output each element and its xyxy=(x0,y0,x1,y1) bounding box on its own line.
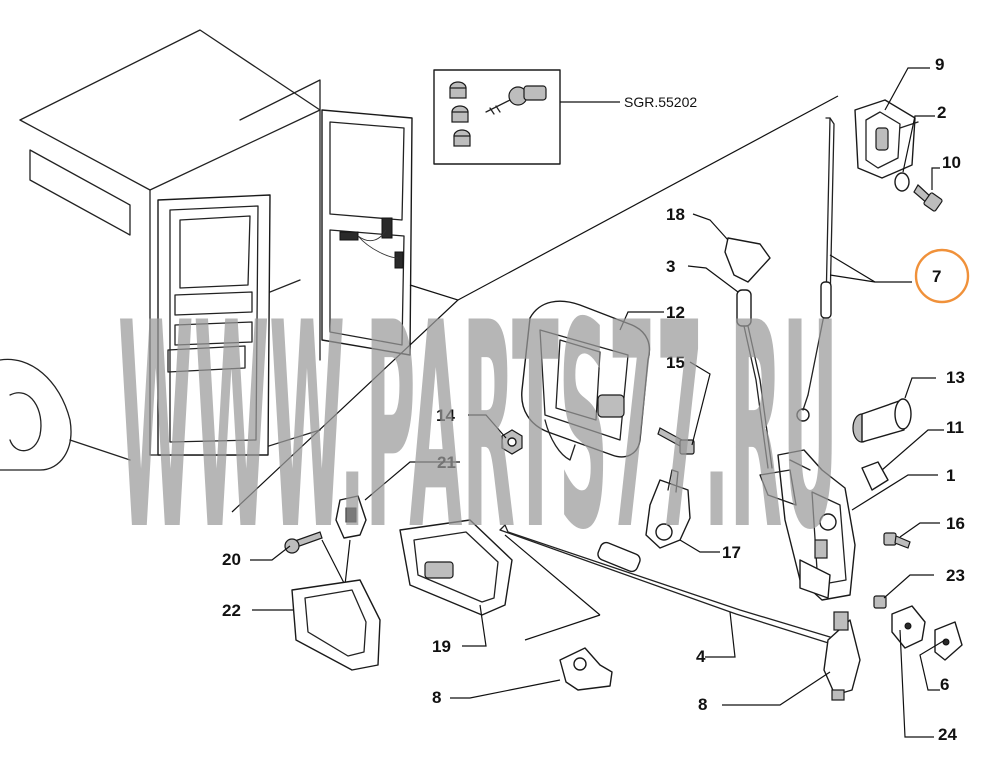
callout-22: 22 xyxy=(222,601,241,620)
callout-1: 1 xyxy=(946,466,955,485)
lock-cylinder-icon xyxy=(449,81,471,147)
part-13-lock-cylinder xyxy=(852,398,912,443)
callout-8-left: 8 xyxy=(432,688,441,707)
callout-2: 2 xyxy=(937,103,946,122)
part-10-bolt xyxy=(913,184,943,212)
part-7-lock-rod xyxy=(796,117,835,422)
part-3-rod xyxy=(736,289,773,469)
part-8-leader-wedge xyxy=(504,534,601,641)
key-icon xyxy=(485,85,547,115)
part-14-nut xyxy=(501,429,523,455)
part-23-screw xyxy=(873,595,887,609)
part-20-screw xyxy=(284,531,323,554)
part-6-plate xyxy=(934,621,963,661)
callout-leaders xyxy=(250,67,946,738)
callout-7: 7 xyxy=(932,267,941,286)
part-12-outer-handle xyxy=(521,300,651,461)
callout-4: 4 xyxy=(696,647,706,666)
part-11-clip xyxy=(861,461,889,491)
part-9-striker-bracket xyxy=(854,99,919,179)
callout-19: 19 xyxy=(432,637,451,656)
part-8-clip-left xyxy=(559,647,613,691)
part-21-connector xyxy=(335,495,367,539)
part-2-washer xyxy=(894,172,910,192)
part-22-interior-handle-bezel xyxy=(291,579,381,671)
callout-6: 6 xyxy=(940,675,949,694)
callout-17: 17 xyxy=(722,543,741,562)
callout-20: 20 xyxy=(222,550,241,569)
part-15-bolt xyxy=(657,427,695,455)
callout-11: 11 xyxy=(946,418,964,437)
callout-9: 9 xyxy=(935,55,944,74)
callout-14: 14 xyxy=(436,406,455,425)
callout-15: 15 xyxy=(666,353,685,372)
callout-10: 10 xyxy=(942,153,961,172)
door-detail-leader-2 xyxy=(457,95,839,301)
part-4-control-rod xyxy=(499,524,841,647)
callout-7-highlight-circle xyxy=(914,248,970,304)
part-17-actuator-clip xyxy=(645,469,691,549)
rear-door-right-open xyxy=(321,109,413,356)
callout-12: 12 xyxy=(666,303,685,322)
part-24-bracket xyxy=(891,605,926,649)
watermark-text: WWW.PARTS77.RU xyxy=(118,264,838,593)
rear-door-left xyxy=(157,194,271,456)
callout-8-right: 8 xyxy=(698,695,707,714)
part-16-screw xyxy=(883,532,911,549)
part-8-actuator-right xyxy=(823,611,861,701)
inset-ref-label: SGR.55202 xyxy=(624,94,697,110)
callout-24: 24 xyxy=(938,725,957,744)
callout-18: 18 xyxy=(666,205,685,224)
callout-13: 13 xyxy=(946,368,965,387)
part-1-lock-assembly xyxy=(759,449,856,601)
lock-cylinder-kit-inset: SGR.55202 xyxy=(433,69,697,165)
callout-16: 16 xyxy=(946,514,965,533)
callout-21: 21 xyxy=(437,453,456,472)
callout-3: 3 xyxy=(666,257,675,276)
part-19-interior-handle xyxy=(399,519,513,616)
part-18-grommet xyxy=(724,237,771,283)
callout-23: 23 xyxy=(946,566,965,585)
